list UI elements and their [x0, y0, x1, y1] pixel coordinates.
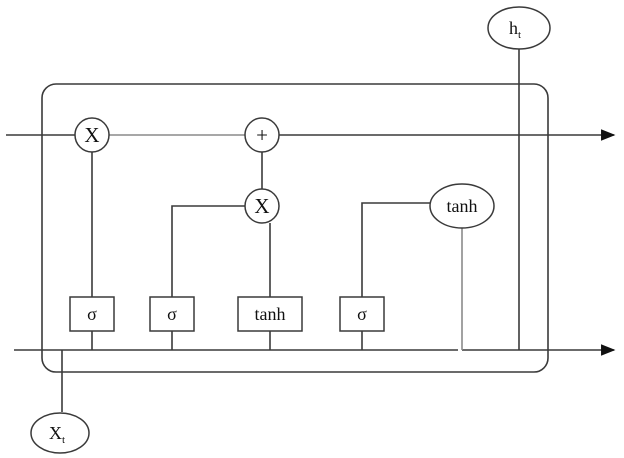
output-gate-box: σ	[339, 296, 385, 332]
xt-subscript: t	[62, 434, 65, 446]
candidate-tanh-box: tanh	[237, 296, 303, 332]
cell-add-label: +	[256, 123, 268, 147]
output-tanh-node: tanh	[429, 183, 495, 229]
output-tanh-label: tanh	[447, 196, 478, 216]
forget-multiply-node: X	[74, 117, 110, 153]
input-gate-box: σ	[149, 296, 195, 332]
ht-output-label: ht	[509, 18, 521, 41]
cell-add-node: +	[244, 117, 280, 153]
input-multiply-node: X	[244, 188, 280, 224]
output-gate-label: σ	[357, 304, 367, 324]
xt-base: X	[49, 423, 62, 443]
input-gate-connector	[171, 205, 246, 297]
ht-subscript: t	[518, 29, 521, 41]
candidate-tanh-label: tanh	[255, 304, 286, 324]
ht-output-node: ht	[487, 6, 551, 50]
forget-gate-box: σ	[69, 296, 115, 332]
cell-boundary	[41, 83, 549, 373]
output-gate-connector	[361, 202, 430, 297]
ht-base: h	[509, 18, 518, 38]
forget-gate-label: σ	[87, 304, 97, 324]
forget-multiply-label: X	[84, 123, 99, 147]
xt-input-node: Xt	[30, 412, 90, 454]
input-gate-label: σ	[167, 304, 177, 324]
input-multiply-label: X	[254, 194, 269, 218]
xt-input-label: Xt	[49, 423, 65, 446]
